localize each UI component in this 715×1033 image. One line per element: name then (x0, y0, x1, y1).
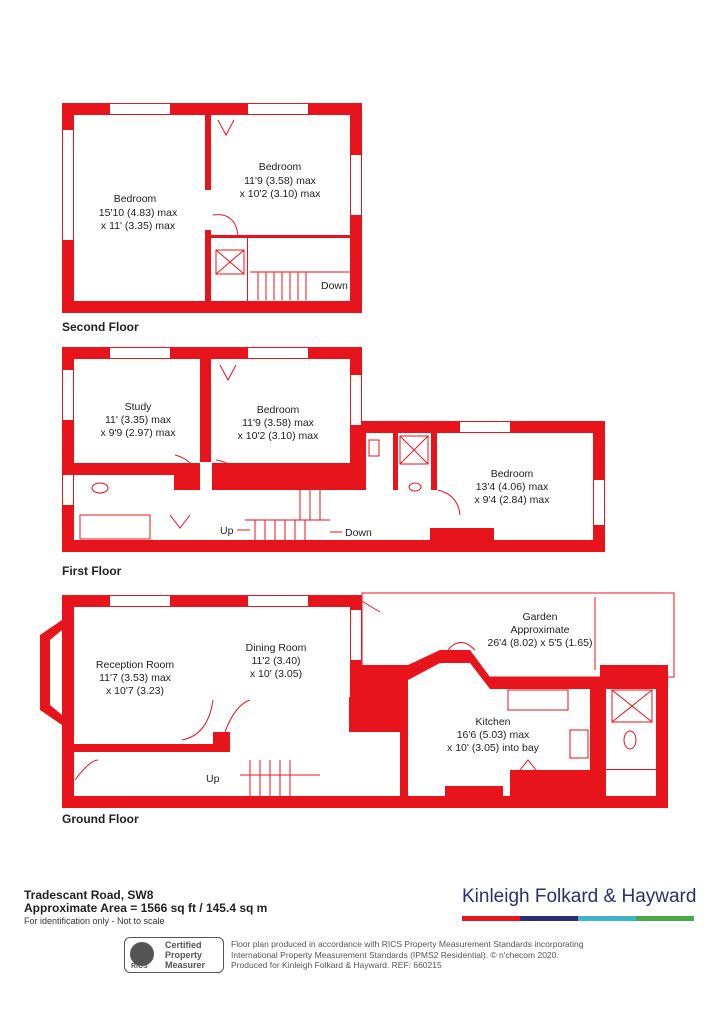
garden-name: Garden (522, 611, 557, 623)
study-dim1: 11' (3.35) max (105, 414, 172, 426)
study-name: Study (125, 401, 153, 413)
dining-room-dim1: 11'2 (3.40) (251, 655, 300, 667)
kitchen-dim2: x 10' (3.05) into bay (447, 742, 540, 754)
brand-bar-1 (462, 916, 520, 921)
ground-floor-plan: Reception Room 11'7 (3.53) max x 10'7 (3… (40, 592, 677, 826)
reception-room-area (74, 607, 213, 744)
second-floor-plan: Bedroom 15'10 (4.83) max x 11' (3.35) ma… (62, 103, 362, 334)
study-dim2: x 9'9 (2.97) max (101, 427, 177, 439)
kitchen-name: Kitchen (475, 716, 510, 728)
credit-text: Floor plan produced in accordance with R… (231, 939, 591, 971)
second-bedroom-1-area (74, 115, 205, 301)
dining-room-area (213, 607, 350, 697)
study-area (74, 359, 200, 463)
credit-line-2: International Property Measurement Stand… (231, 949, 559, 960)
first-floor-title: First Floor (62, 564, 122, 578)
second-bedroom-1-dim1: 15'10 (4.83) max (99, 207, 178, 219)
rics-line-3: Measurer (165, 960, 206, 970)
property-address: Tradescant Road, SW8 (24, 888, 154, 902)
garden-dim1: Approximate (511, 624, 570, 636)
ground-floor-title: Ground Floor (62, 812, 139, 826)
first-stairs-down-label: Down (345, 527, 372, 539)
second-bedroom-2-area (211, 115, 350, 235)
dining-room-name: Dining Room (246, 642, 307, 654)
second-bedroom-2-name: Bedroom (259, 161, 302, 173)
first-bedroom-2-area (437, 433, 593, 540)
rics-logo-icon (130, 942, 154, 966)
rics-line-2: Property (165, 950, 203, 960)
reception-room-dim1: 11'7 (3.53) max (99, 672, 172, 684)
credit-line-1: Floor plan produced in accordance with R… (231, 939, 584, 949)
brand-bar-2 (520, 916, 578, 921)
first-bedroom-1-name: Bedroom (257, 404, 300, 416)
property-area: Approximate Area = 1566 sq ft / 145.4 sq… (24, 901, 268, 915)
rics-line-1: Certified (165, 940, 202, 950)
first-bedroom-1-area (211, 359, 350, 463)
reception-room-dim2: x 10'7 (3.23) (106, 685, 164, 697)
first-stairs-up-label: Up (220, 525, 234, 537)
reception-room-name: Reception Room (96, 659, 174, 671)
dining-room-dim2: x 10' (3.05) (250, 668, 302, 680)
ground-stairs-up-label: Up (206, 773, 220, 785)
first-bedroom-2-name: Bedroom (491, 468, 534, 480)
second-bedroom-1-name: Bedroom (114, 193, 157, 205)
kitchen-area (408, 663, 590, 796)
first-bedroom-1-dim2: x 10'2 (3.10) max (238, 430, 320, 442)
first-bedroom-1-dim1: 11'9 (3.58) max (242, 417, 315, 429)
second-bedroom-1-dim2: x 11' (3.35) max (101, 220, 176, 232)
brand-bar-4 (636, 916, 694, 921)
credit-line-3: Produced for Kinleigh Folkard & Hayward.… (231, 960, 442, 970)
kitchen-dim1: 16'6 (5.03) max (457, 729, 530, 741)
brand-name: Kinleigh Folkard & Hayward (462, 886, 697, 907)
scale-note: For identification only - Not to scale (24, 916, 165, 926)
second-stairs-label: Down (321, 280, 348, 292)
garden-dim2: 26'4 (8.02) x 5'5 (1.65) (488, 637, 593, 649)
rics-badge: RICS Certified Property Measurer (124, 937, 224, 973)
first-bedroom-2-dim2: x 9'4 (2.84) max (475, 494, 551, 506)
first-floor-plan: Study 11' (3.35) max x 9'9 (2.97) max Be… (62, 347, 605, 578)
rics-mark: RICS (131, 963, 148, 970)
second-bedroom-2-dim2: x 10'2 (3.10) max (240, 188, 322, 200)
second-floor-title: Second Floor (62, 320, 139, 334)
second-bedroom-2-dim1: 11'9 (3.58) max (244, 175, 317, 187)
first-bedroom-2-dim1: 13'4 (4.06) max (476, 481, 549, 493)
brand-bar-3 (578, 916, 636, 921)
rics-certification: Certified Property Measurer (165, 940, 205, 970)
